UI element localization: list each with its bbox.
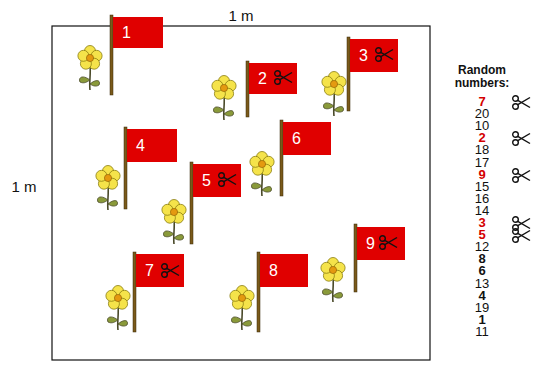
random-number: 6	[462, 265, 502, 277]
flag: 9	[357, 227, 405, 260]
random-number: 8	[462, 253, 502, 265]
random-number: 15	[462, 181, 502, 193]
random-number: 1	[462, 314, 502, 326]
flag-number: 4	[127, 129, 145, 162]
flag: 8	[260, 254, 308, 287]
flag-number: 9	[357, 227, 375, 260]
flag-number: 6	[283, 122, 301, 155]
flag: 2	[249, 63, 297, 94]
random-number: 12	[462, 241, 502, 253]
flag: 7	[136, 254, 184, 287]
flag-number: 5	[193, 164, 211, 197]
random-number: 13	[462, 278, 502, 290]
random-number: 5	[462, 229, 502, 241]
flag: 1	[113, 17, 163, 48]
dimension-label: 1 m	[221, 7, 261, 24]
random-number: 4	[462, 290, 502, 302]
random-number: 17	[462, 157, 502, 169]
flag-number: 1	[113, 17, 131, 48]
flag-number: 2	[249, 63, 267, 94]
random-number: 19	[462, 302, 502, 314]
random-number: 18	[462, 144, 502, 156]
flag: 5	[193, 164, 241, 197]
flag-number: 8	[260, 254, 278, 287]
random-number: 10	[462, 120, 502, 132]
random-number: 9	[462, 169, 502, 181]
random-number: 2	[462, 132, 502, 144]
random-number: 7	[462, 96, 502, 108]
random-number: 11	[462, 326, 502, 338]
random-number: 20	[462, 108, 502, 120]
random-number: 14	[462, 205, 502, 217]
random-number: 3	[462, 217, 502, 229]
random-number: 16	[462, 193, 502, 205]
flag: 3	[350, 39, 398, 72]
flag-number: 3	[350, 39, 368, 72]
list-heading: Random numbers:	[446, 64, 518, 90]
dimension-label: 1 m	[4, 178, 44, 195]
flag: 6	[283, 122, 331, 155]
flag: 4	[127, 129, 177, 162]
flag-number: 7	[136, 254, 154, 287]
